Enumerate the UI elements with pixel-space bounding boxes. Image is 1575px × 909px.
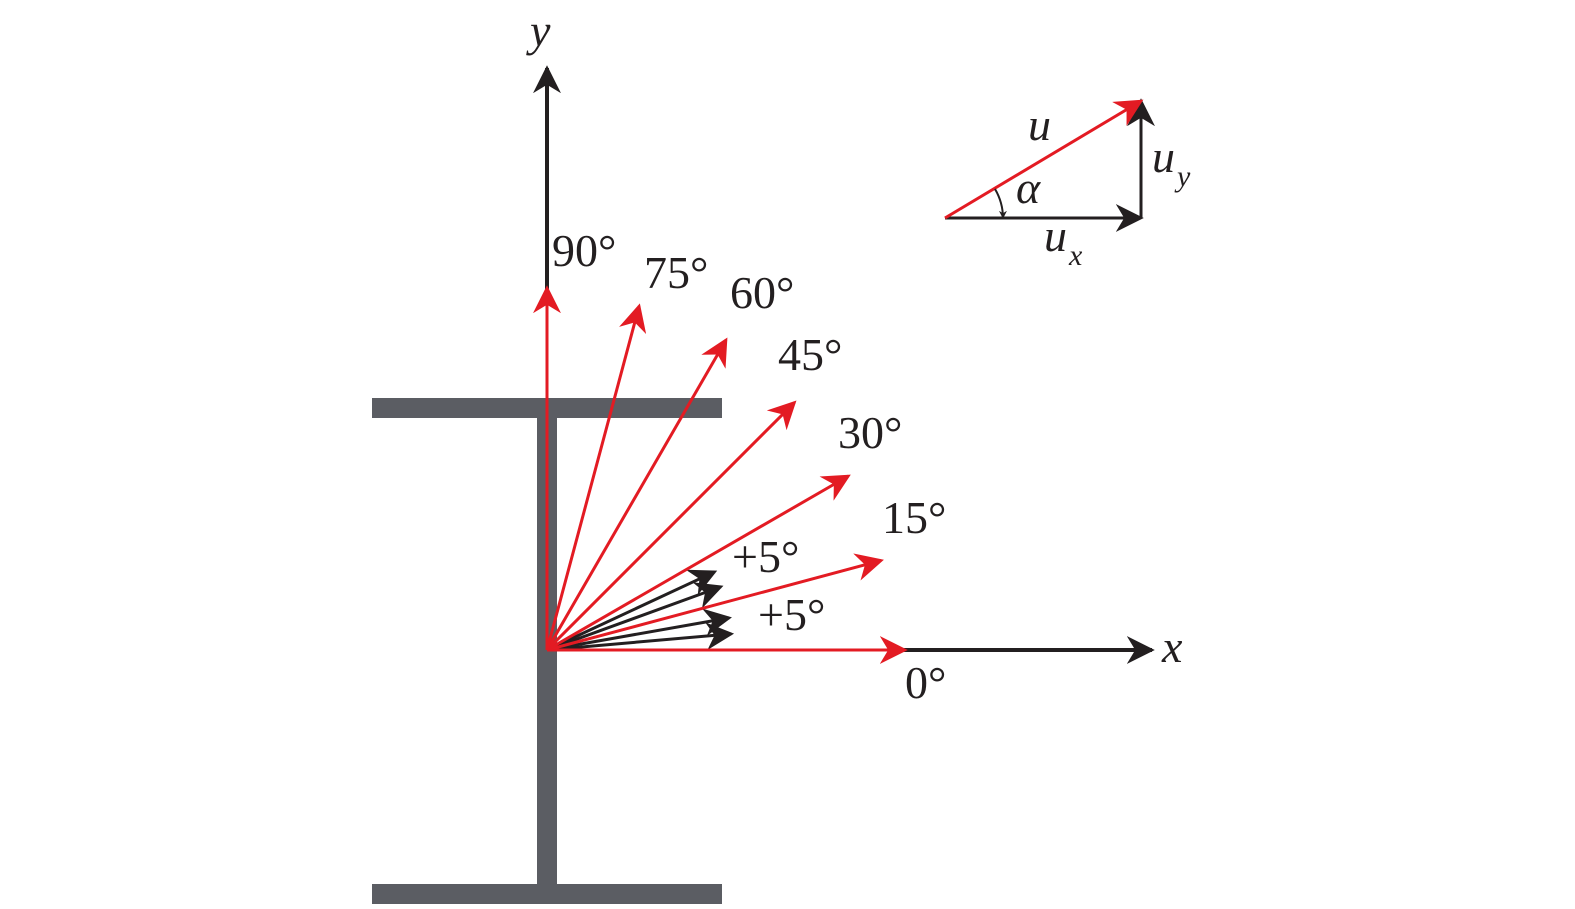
- angle-label-0: 0°: [905, 657, 946, 708]
- increment-arrow-25: [546, 569, 718, 652]
- angle-label-75: 75°: [644, 247, 708, 298]
- increment-label-lower: +5°: [758, 589, 825, 640]
- inset-u-arrow: [944, 99, 1144, 220]
- angle-label-15: 15°: [882, 492, 946, 543]
- angle-label-60: 60°: [730, 267, 794, 318]
- direction-arrow-60: [545, 337, 728, 651]
- increment-arrow-5: [546, 622, 735, 652]
- increment-label-upper: +5°: [732, 531, 799, 582]
- y-axis-label: y: [526, 5, 551, 56]
- direction-arrow-30: [546, 474, 851, 652]
- beam-bottom-flange: [372, 884, 722, 904]
- vector-decomposition-inset: u α uy ux: [944, 98, 1191, 272]
- loading-direction-arrows: [533, 285, 908, 664]
- inset-u-label: u: [1028, 99, 1051, 150]
- direction-arrow-15: [546, 553, 884, 652]
- inset-alpha-arc: [994, 188, 1007, 219]
- increment-arrow-20: [546, 582, 724, 652]
- direction-arrow-75: [545, 303, 647, 651]
- increment-arrow-10: [546, 608, 732, 652]
- x-axis-label: x: [1161, 621, 1183, 672]
- inset-uy-label: uy: [1152, 131, 1191, 193]
- inset-alpha-label: α: [1016, 162, 1041, 213]
- inset-ux-label: ux: [1044, 210, 1083, 272]
- angle-label-90: 90°: [552, 225, 616, 276]
- angle-label-30: 30°: [838, 407, 902, 458]
- direction-arrow-45: [545, 400, 797, 652]
- angle-label-45: 45°: [778, 329, 842, 380]
